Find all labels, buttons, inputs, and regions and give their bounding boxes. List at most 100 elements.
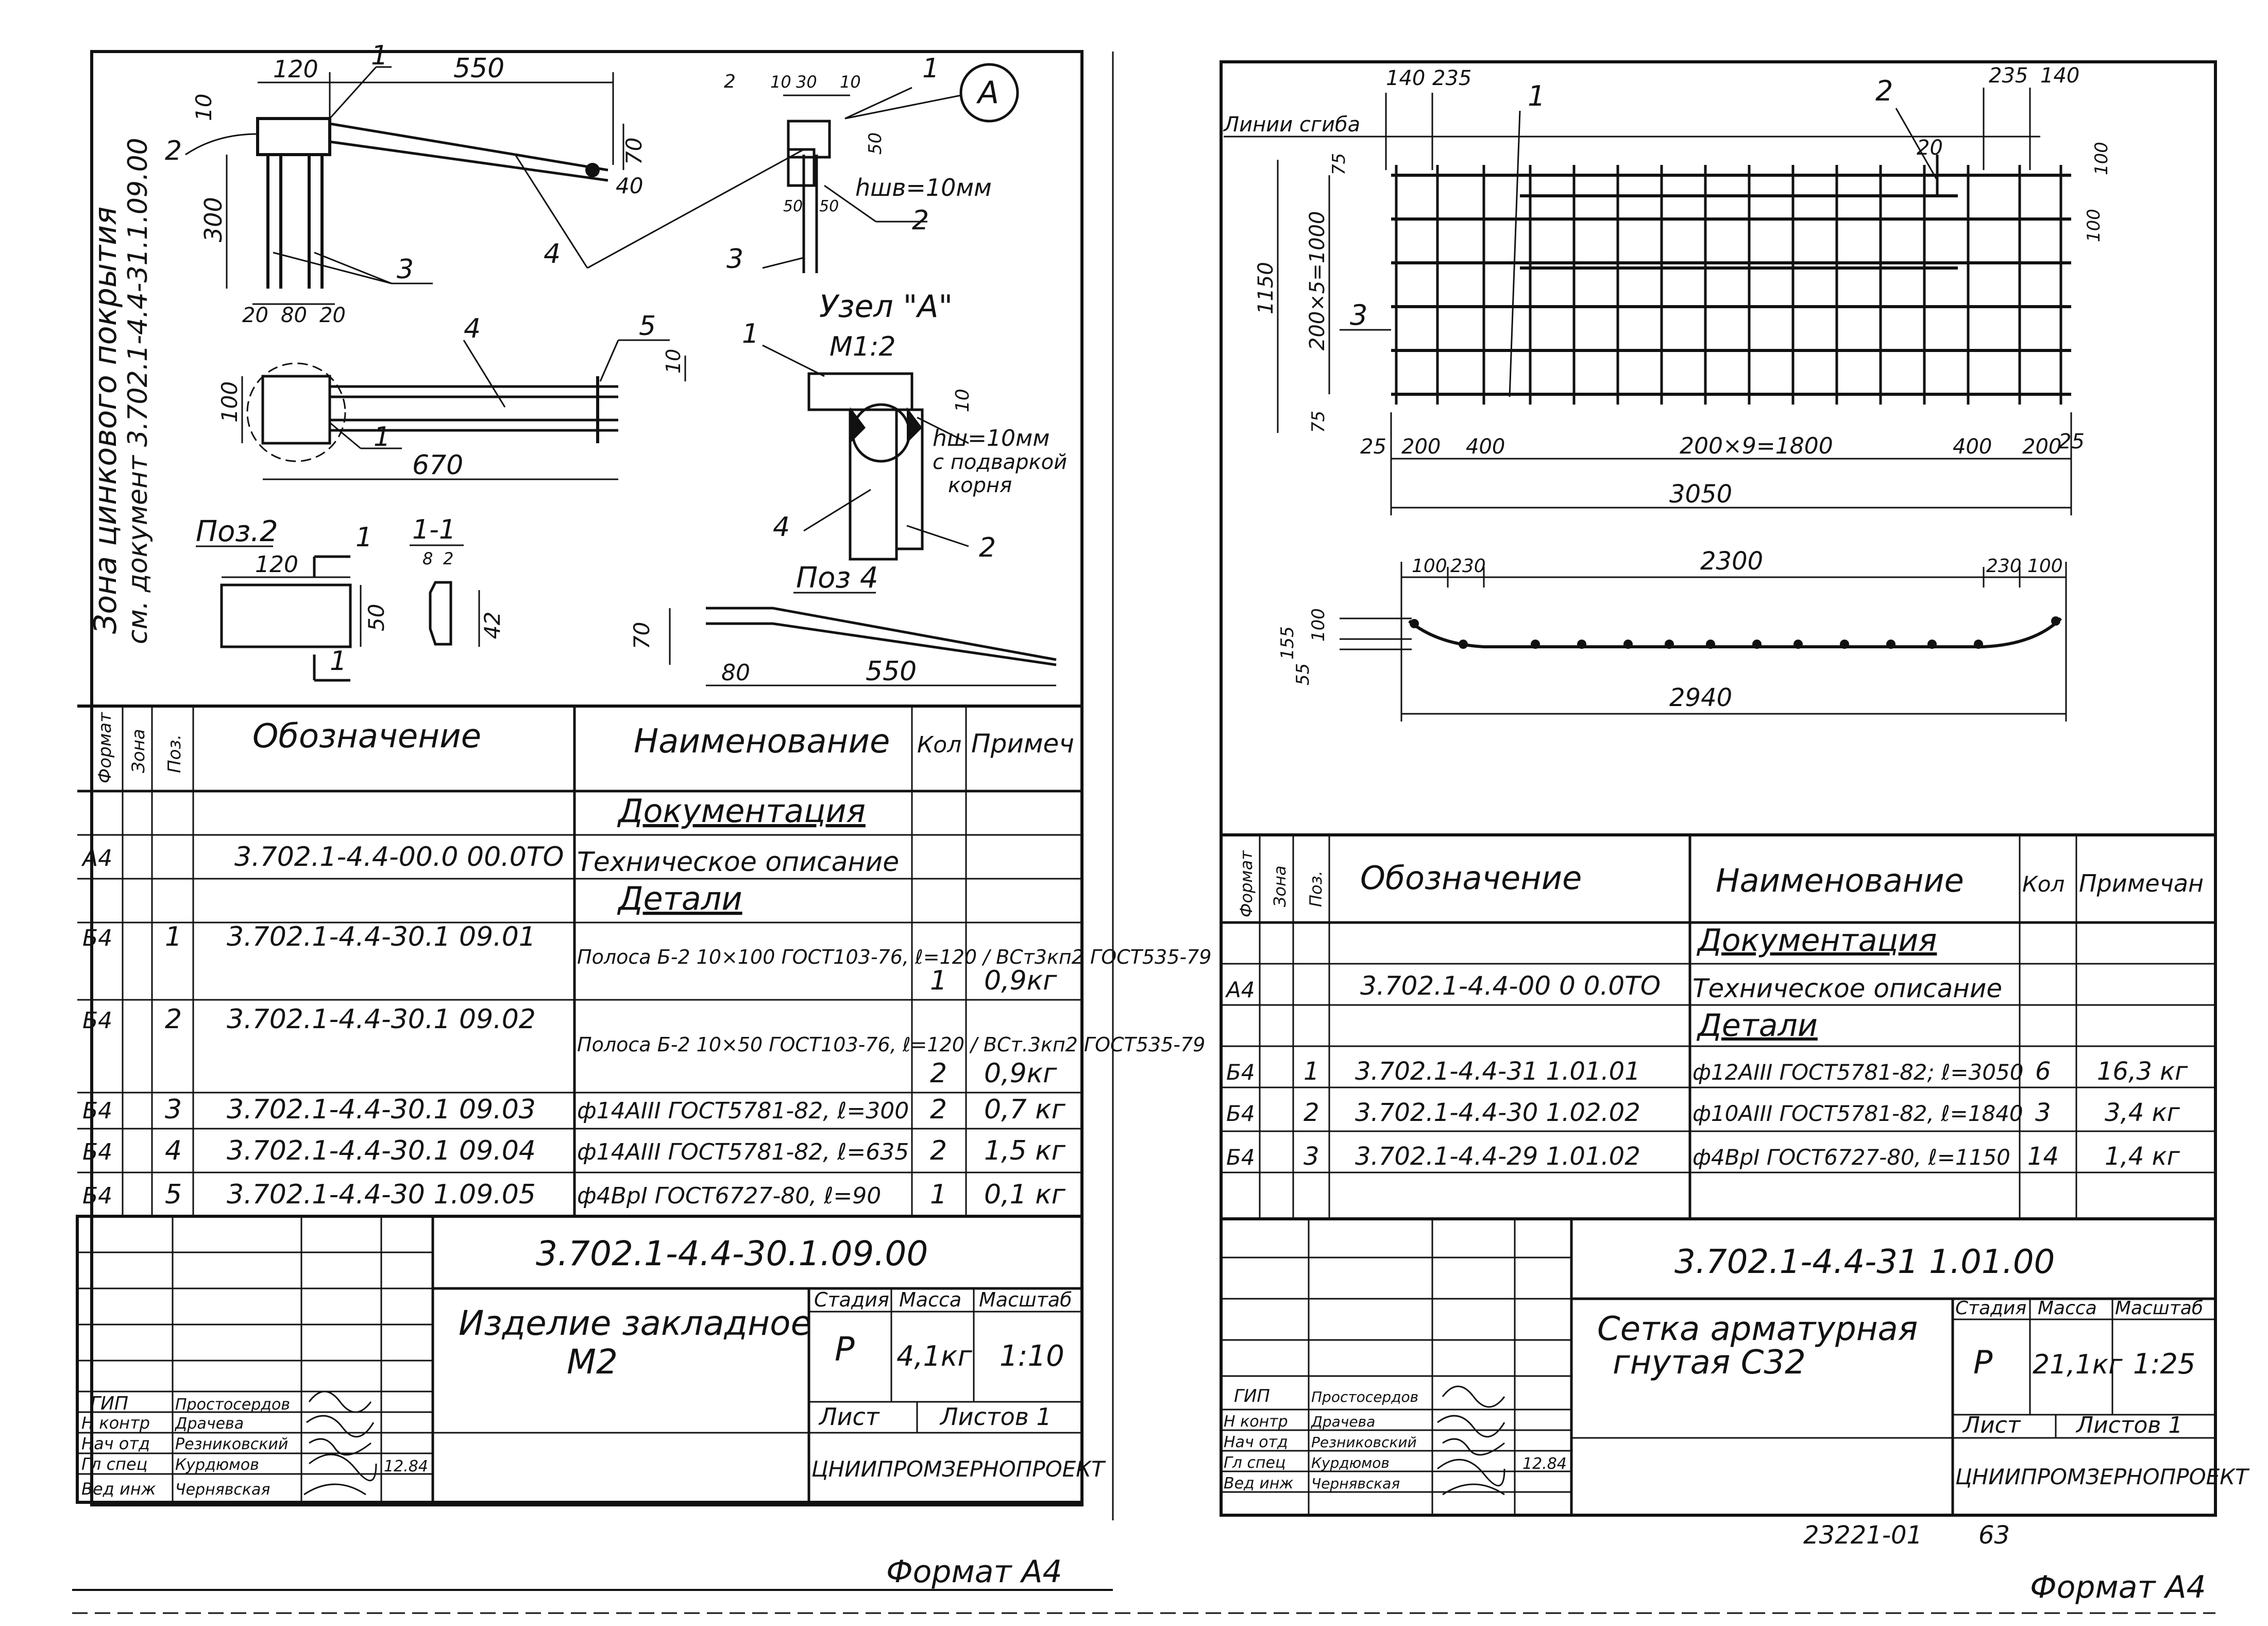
hdr-note: Примеч [971,729,1074,759]
left-sheet-frame [90,50,1084,1506]
elev-100c: 100 [1308,608,1329,642]
right-spec-table: Формат Зона Поз. Обозначение Наименовани… [1221,833,2215,1220]
dim-20a: 20 [242,304,268,327]
mass-label: Масса [2038,1298,2097,1319]
node-10: 10 [952,389,973,412]
left-spec-table: Формат Зона Поз. Обозначение Наименовани… [77,705,1211,1218]
side-50b: 50 [819,197,839,215]
scale-value: 1:10 [1000,1339,1064,1373]
dim-1150: 1150 [1254,262,1278,314]
bend-lines-label: Линии сгиба [1223,113,1360,137]
node-pos-2: 2 [979,532,996,563]
bar-section-dot [1623,640,1633,649]
bar-section-dot [1927,640,1937,649]
row-designation: 3.702.1-4.4-00.0 00.0ТО [234,842,564,873]
dim-140b: 140 [2040,64,2079,88]
elev-155: 155 [1277,626,1298,660]
name-4: Чернявская [1311,1475,1400,1492]
row-format: Б4 [82,925,112,951]
pos-3-label: 3 [1350,299,1367,331]
node-a-callout [959,63,1019,123]
left-title-block: 3.702.1-4.4-30.1.09.00 Изделие закладное… [76,1215,1106,1504]
dim-400b: 400 [1953,435,1992,459]
pos-1-label: 1 [1528,80,1545,112]
row-designation: 3.702.1-4.4-30 1.02.02 [1355,1098,1640,1127]
pos4-80: 80 [721,660,750,686]
bar-section-dot [1752,640,1762,649]
node-a-detail: Узел "А" М1:2 1 10 hш=10мм с подваркой к… [742,289,1067,563]
signatures [1437,1385,1505,1496]
node-weld-3: корня [948,474,1012,497]
row-designation: 3.702.1-4.4-30.1 09.04 [227,1135,536,1166]
dim-100a: 100 [2091,142,2112,175]
left-sheet: Зона цинкового покрытия см. документ 3.7… [76,40,1211,1590]
plate-pos1 [256,117,331,156]
scale-value: 1:25 [2133,1348,2195,1380]
row-name: ф14АIII ГОСТ5781-82, ℓ=635 [577,1139,909,1165]
elev-55: 55 [1293,663,1313,685]
format-label: Формат А4 [2030,1569,2206,1605]
dim-100: 100 [217,381,242,423]
mass-value: 21,1кг [2033,1349,2123,1380]
side-10b: 10 [840,72,861,92]
row-qty: 3 [2035,1098,2051,1127]
pos2-120: 120 [255,551,298,578]
bar-section-dot [2051,616,2060,626]
mesh-plan [1391,155,2071,405]
row-format: Б4 [1226,1145,1255,1170]
bar-section-dot [1665,640,1674,649]
section-docs: Документация [617,792,866,830]
row-note: 0,7 кг [984,1094,1066,1125]
scale-label: Масштаб [979,1288,1072,1311]
format-label: Формат А4 [886,1554,1062,1590]
dim-400a: 400 [1466,435,1505,459]
row-qty: 1 [930,1179,947,1210]
row-qty: 14 [2027,1142,2059,1171]
pos-2-label: 2 [165,136,182,166]
side-pos-3: 3 [726,244,743,275]
dim-200b: 200 [2022,435,2061,459]
bar-section-dot [1459,640,1468,649]
row-designation: 3.702.1-4.4-29 1.01.02 [1355,1142,1640,1171]
dim-grid-y: 200×5=1000 [1306,211,1329,350]
dim-3050: 3050 [1669,480,1732,509]
row-pos: 3 [1304,1142,1319,1171]
right-title-block: 3.702.1-4.4-31 1.01.00 Сетка арматурная … [1220,1217,2250,1517]
node-a-mark: А [976,75,999,111]
bent-elevation: 100 230 2300 230 100 155 100 55 2940 [1277,547,2067,722]
name-4: Чернявская [175,1481,270,1499]
role-nachotd: Нач отд [1224,1433,1288,1451]
elev-2940: 2940 [1669,683,1732,712]
pos-1-label: 1 [371,40,388,71]
name-1: Драчева [174,1415,244,1433]
dim-235a: 235 [1432,66,1471,90]
plan-pos-1: 1 [374,422,391,452]
row-designation: 3.702.1-4.4-30.1 09.01 [227,921,536,952]
hdr-pos: Поз. [164,734,185,773]
row-pos: 1 [165,921,182,952]
section-8: 8 [422,549,433,568]
bar-section-dot [1577,640,1586,649]
row-note: 3,4 кг [2105,1098,2180,1127]
node-weld-2: с подваркой [933,450,1067,474]
sheets-label: Листов 1 [939,1403,1052,1431]
doc-code: 3.702.1-4.4-31 1.01.00 [1674,1243,2055,1281]
role-vedinzh: Вед инж [81,1479,156,1499]
row-pos: 2 [165,1004,182,1035]
row-format: А4 [81,845,112,871]
bar-section-dot [1793,640,1803,649]
hdr-designation: Обозначение [252,717,481,756]
name-3: Курдюмов [175,1456,259,1474]
node-scale: М1:2 [830,331,896,362]
row-name: ф10АIII ГОСТ5781-82, ℓ=1840 [1692,1101,2023,1126]
hdr-format: Формат [95,712,115,783]
bar-section-dot [1531,640,1540,649]
elev-230a: 230 [1450,556,1486,577]
album-number: 23221-01 [1803,1521,1922,1550]
title-line-2: М2 [567,1342,618,1382]
hdr-qty: Кол [917,732,961,758]
row-note: 1,5 кг [984,1135,1066,1166]
dim-120: 120 [273,55,318,83]
row-note: 0,9кг [984,1058,1057,1089]
dim-75a: 75 [1329,153,1349,175]
